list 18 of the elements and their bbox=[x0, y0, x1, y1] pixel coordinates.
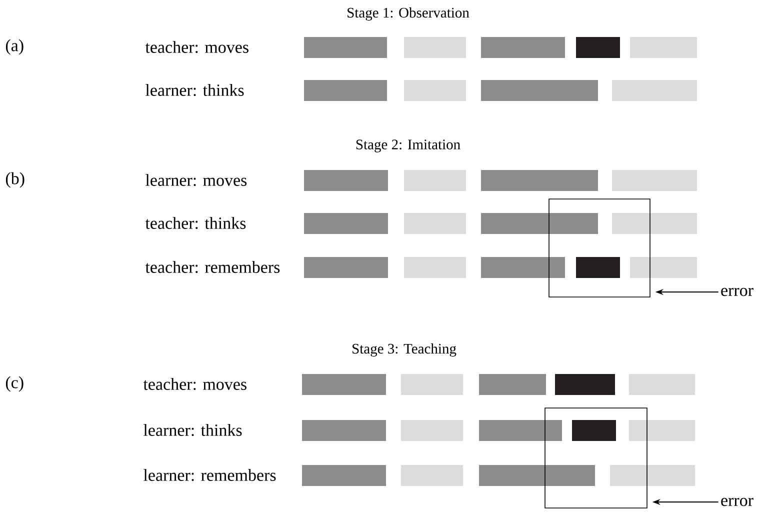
row-label: (c) bbox=[6, 376, 24, 392]
stage-heading: Stage 1: Observation bbox=[348, 7, 470, 21]
row-label: (b) bbox=[6, 172, 24, 188]
highlight-frame bbox=[544, 408, 648, 508]
row-label: learner: moves bbox=[146, 174, 247, 186]
stage-heading: Stage 3: Teaching bbox=[352, 343, 456, 357]
highlight-frame bbox=[548, 198, 650, 298]
row-label: teacher: remembers bbox=[145, 261, 280, 274]
row-label: learner: thinks bbox=[144, 424, 242, 436]
error-label: error bbox=[721, 288, 754, 296]
stage-heading: Stage 2: Imitation bbox=[356, 140, 460, 152]
row-label: teacher: moves bbox=[143, 378, 246, 390]
row-label: learner: remembers bbox=[144, 469, 276, 482]
row-label: teacher: thinks bbox=[145, 217, 246, 230]
row-label: (a) bbox=[6, 39, 24, 55]
row-label: teacher: moves bbox=[145, 40, 248, 54]
error-label: error bbox=[721, 498, 754, 506]
row-label: learner: thinks bbox=[146, 84, 244, 96]
